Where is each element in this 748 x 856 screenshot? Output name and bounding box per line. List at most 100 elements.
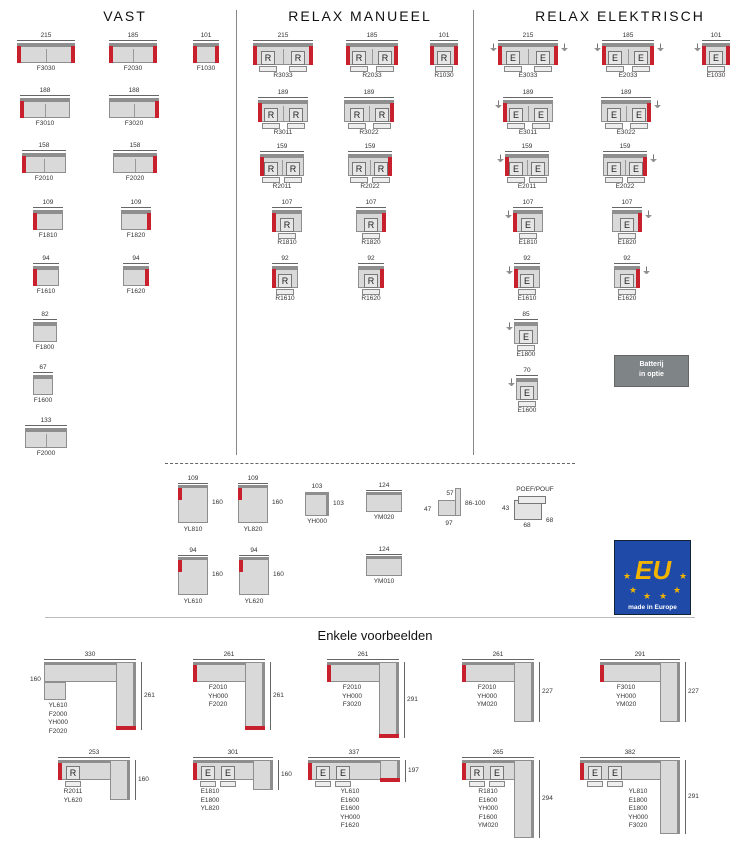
dimension-line — [123, 263, 149, 264]
dimension-line — [178, 555, 208, 556]
dimension-line — [258, 97, 308, 98]
seat-type-label: R — [375, 108, 389, 122]
backrest — [531, 662, 534, 722]
sofa-module: R — [272, 266, 298, 288]
sofa-module — [20, 98, 70, 118]
footrest — [289, 66, 307, 72]
seat-divider — [528, 106, 529, 121]
backrest — [109, 43, 157, 46]
armrest-left — [514, 269, 518, 288]
power-plug-icon: ⏚ — [644, 210, 654, 220]
footrest — [65, 781, 81, 787]
dimension-label: 109 — [247, 475, 259, 482]
module-code: R2011 — [63, 788, 83, 795]
dimension-label: 189 — [620, 89, 632, 96]
module-code: YH000 — [628, 813, 648, 821]
module-code: E3011 — [518, 129, 538, 136]
footrest — [278, 233, 296, 239]
sofa-module — [109, 98, 159, 118]
dimension-label: 291 — [634, 651, 646, 658]
module-code: F1610 — [36, 288, 56, 295]
side-dimension: 43 — [502, 505, 510, 512]
dimension-label: 124 — [378, 482, 390, 489]
backrest — [430, 43, 458, 46]
dimension-line — [539, 760, 540, 838]
dimension-line — [238, 483, 268, 484]
module-code: F2010 — [34, 175, 54, 182]
dimension-label: 124 — [378, 546, 390, 553]
side-dimension: 294 — [542, 795, 553, 802]
module-code: F2020 — [125, 175, 145, 182]
backrest — [272, 266, 298, 269]
armrest-left — [272, 269, 276, 288]
armrest — [193, 665, 197, 682]
star-icon: ★ — [623, 571, 632, 581]
dimension-line — [193, 659, 265, 660]
dimension-line — [260, 151, 304, 152]
side-dimension: 86-100 — [465, 500, 486, 507]
dimension-label: 101 — [200, 32, 212, 39]
dimension-line — [366, 554, 402, 555]
dimension-label: 215 — [522, 32, 534, 39]
backrest — [602, 43, 654, 46]
dimension-line — [462, 757, 534, 758]
module-code: F1030 — [196, 65, 216, 72]
dimension-label: 188 — [128, 87, 140, 94]
footrest — [315, 781, 331, 787]
dimension-line — [344, 97, 394, 98]
sofa-module — [33, 210, 63, 230]
backrest — [366, 492, 402, 495]
seat-divider — [626, 106, 627, 121]
backrest — [239, 557, 269, 560]
dimension-label: 85 — [522, 311, 530, 318]
footrest — [529, 177, 547, 183]
seat-type-label: R — [264, 108, 278, 122]
footrest — [287, 123, 305, 129]
module-code: F1620 — [340, 822, 360, 829]
sofa-module — [193, 43, 219, 63]
dimension-label: 159 — [364, 143, 376, 150]
dimension-line — [602, 40, 654, 41]
dimension-line — [278, 760, 279, 790]
backrest — [531, 760, 534, 838]
backrest — [193, 43, 219, 46]
footrest — [350, 177, 368, 183]
footrest — [335, 781, 351, 787]
power-plug-icon: ⏚ — [653, 100, 663, 110]
armrest — [462, 763, 466, 780]
dimension-label: 189 — [277, 89, 289, 96]
star-icon: ★ — [643, 591, 652, 601]
seat-type-label: E — [509, 108, 523, 122]
power-plug-icon: ⏚ — [496, 154, 506, 164]
backrest — [366, 556, 402, 559]
backrest — [344, 100, 394, 103]
backrest — [327, 662, 399, 665]
dimension-label: 261 — [357, 651, 369, 658]
seat-type-label: E — [521, 218, 535, 232]
side-dimension: 160 — [212, 571, 223, 578]
armrest-left — [272, 213, 276, 232]
column-divider — [236, 10, 237, 455]
seat-body — [33, 325, 57, 342]
module-code: YM020 — [476, 701, 498, 708]
backrest — [308, 760, 400, 763]
dimension-line — [121, 207, 151, 208]
power-plug-icon: ⏚ — [489, 43, 499, 53]
seat-divider — [283, 49, 284, 64]
dimension-label: 185 — [622, 32, 634, 39]
module-code: YH000 — [477, 692, 497, 700]
armrest — [193, 763, 197, 780]
module-code: F2010 — [342, 684, 362, 691]
module-code: E1030 — [706, 72, 726, 79]
backrest — [33, 210, 63, 213]
module-code: F2000 — [48, 710, 68, 718]
dimension-line — [503, 97, 553, 98]
seat-divider — [46, 434, 47, 447]
power-plug-icon: ⏚ — [656, 43, 666, 53]
dimension-label: 330 — [84, 651, 96, 658]
dimension-line — [614, 263, 640, 264]
power-plug-icon: ⏚ — [505, 322, 515, 332]
armrest-right — [454, 46, 458, 65]
armrest-left — [253, 46, 257, 65]
